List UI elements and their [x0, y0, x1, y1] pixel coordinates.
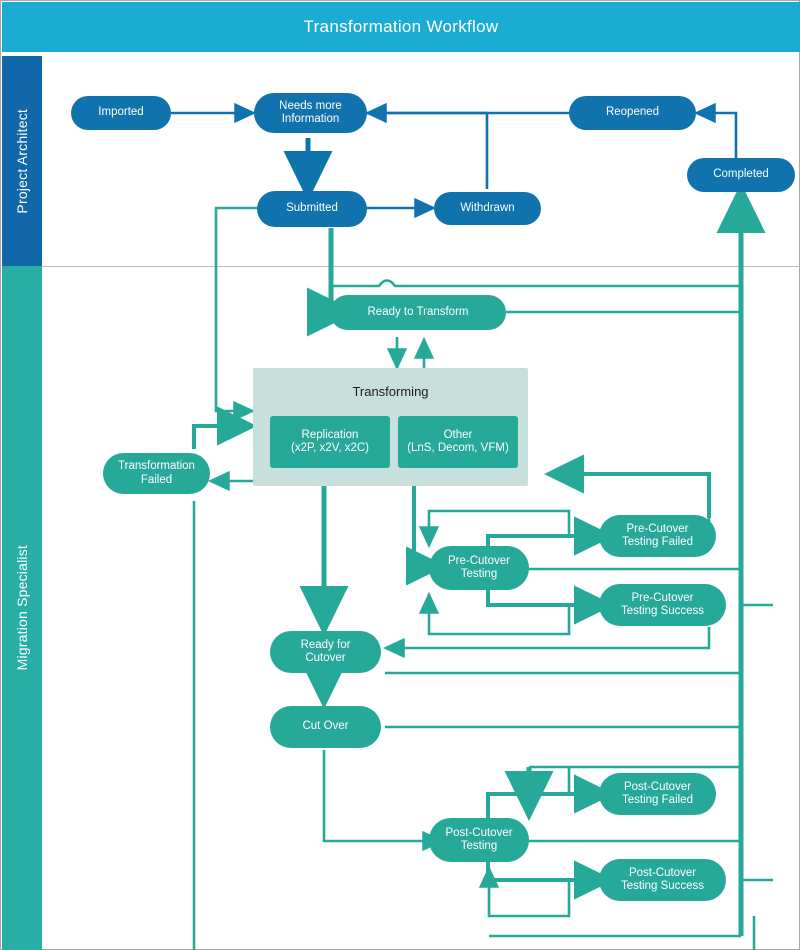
- node-imported[interactable]: Imported: [71, 96, 171, 130]
- page-title: Transformation Workflow: [303, 17, 499, 36]
- transforming-group-title: Transforming: [352, 384, 429, 399]
- swimlane-migration-specialist: Migration Specialist: [2, 266, 42, 950]
- node-post-cutover-testing-failed[interactable]: Post-Cutover Testing Failed: [599, 773, 716, 815]
- blue-edges: [171, 102, 738, 219]
- node-ready-to-transform[interactable]: Ready to Transform: [330, 295, 506, 330]
- swimlane-label-migration-specialist: Migration Specialist: [14, 545, 30, 671]
- edge-ready-trunk-right: [331, 279, 741, 288]
- node-pre-cutover-testing[interactable]: Pre-Cutover Testing: [429, 546, 529, 590]
- node-post-cutover-testing-success[interactable]: Post-Cutover Testing Success: [599, 859, 726, 901]
- node-reopened[interactable]: Reopened: [569, 96, 696, 130]
- node-submitted[interactable]: Submitted: [257, 191, 367, 227]
- edge-pre-failed-to-pre-testing: [418, 509, 610, 549]
- edge-transformation-failed-to-transforming: [192, 406, 257, 449]
- transforming-group: Transforming Replication (x2P, x2V, x2C)…: [253, 368, 528, 486]
- node-pre-cutover-testing-success[interactable]: Pre-Cutover Testing Success: [599, 584, 726, 626]
- node-cut-over[interactable]: Cut Over: [270, 706, 381, 748]
- node-other[interactable]: Other (LnS, Decom, VFM): [398, 416, 518, 468]
- node-replication[interactable]: Replication (x2P, x2V, x2C): [270, 416, 390, 468]
- node-transformation-failed[interactable]: Transformation Failed: [103, 453, 210, 494]
- node-post-cutover-testing[interactable]: Post-Cutover Testing: [429, 818, 529, 862]
- edge-transformation-failed-bottom-trunk: [192, 501, 756, 950]
- swimlane-divider: [42, 266, 800, 267]
- node-pre-cutover-testing-failed[interactable]: Pre-Cutover Testing Failed: [599, 515, 716, 557]
- edge-pre-success-to-ready-for-cutover: [382, 627, 711, 659]
- edge-pre-cutover-failed-to-transforming: [544, 454, 711, 518]
- teal-edges: [192, 183, 773, 950]
- swimlane-label-project-architect: Project Architect: [14, 108, 30, 214]
- node-needs-more-information[interactable]: Needs more Information: [254, 93, 367, 133]
- edge-completed-to-reopened: [693, 102, 738, 175]
- diagram-title-bar: Transformation Workflow: [2, 2, 800, 52]
- node-withdrawn[interactable]: Withdrawn: [434, 192, 541, 225]
- edge-submitted-to-transforming: [214, 206, 257, 422]
- swimlane-project-architect: Project Architect: [2, 56, 42, 266]
- edge-cut-over-to-post-cutover-testing: [322, 750, 445, 852]
- node-completed[interactable]: Completed: [687, 158, 795, 192]
- edge-withdrawn-to-needs-more-info: [364, 102, 489, 189]
- edge-post-success-to-testing: [478, 865, 610, 918]
- diagram-canvas: Transforming Replication (x2P, x2V, x2C)…: [42, 56, 800, 950]
- node-ready-for-cutover[interactable]: Ready for Cutover: [270, 631, 381, 673]
- edge-pre-success-to-pre-testing: [418, 591, 610, 636]
- edge-post-failed-to-testing: [567, 767, 610, 796]
- edge-layer: [171, 102, 773, 950]
